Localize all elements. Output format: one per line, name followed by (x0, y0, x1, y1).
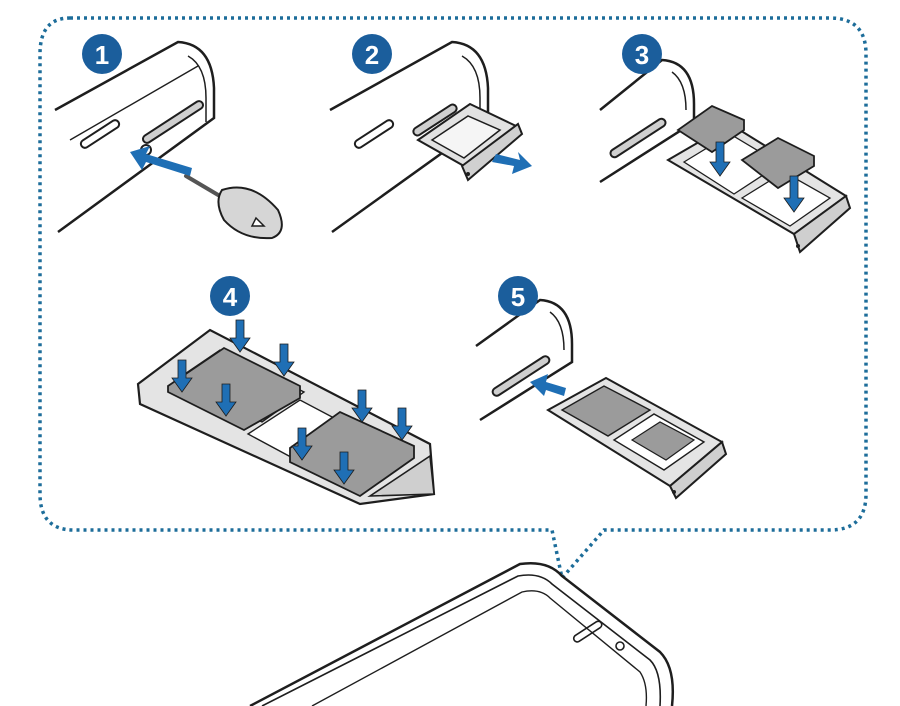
press-arrow-icon (171, 359, 193, 393)
step-1-illustration (54, 40, 283, 240)
sim-tray-3 (666, 122, 852, 254)
step-4-illustration (136, 319, 436, 506)
step-2-illustration (329, 40, 532, 234)
step-number: 2 (365, 40, 379, 70)
ejection-pin-icon (184, 174, 283, 240)
press-arrow-icon (391, 407, 413, 441)
phone-corner-5 (475, 298, 574, 422)
press-arrow-icon (333, 451, 355, 485)
insert-arrow-icon (130, 146, 192, 176)
sim-card-2 (740, 136, 815, 190)
callout-border (38, 16, 868, 582)
sim-tray-2 (416, 102, 524, 182)
press-arrow-icon (351, 389, 373, 423)
nano-sim-card (167, 346, 301, 432)
phone-overview (249, 562, 674, 706)
speaker-grille (572, 620, 603, 643)
step-badge-4: 4 (210, 276, 250, 316)
step-number: 1 (95, 40, 109, 70)
insert-arrow-icon (530, 374, 566, 396)
step-number: 5 (511, 282, 525, 312)
phone-corner-3 (599, 58, 696, 184)
press-arrow-icon (229, 319, 251, 353)
step-3-illustration (599, 58, 852, 254)
press-arrow-icon (215, 383, 237, 417)
down-arrow-icon (783, 175, 805, 213)
step-badge-5: 5 (498, 276, 538, 316)
step-badge-3: 3 (622, 34, 662, 74)
step-badge-2: 2 (352, 34, 392, 74)
phone-corner-2 (329, 40, 490, 234)
sim-card-1 (676, 104, 745, 154)
step-badge-1: 1 (82, 34, 122, 74)
phone-corner-1 (54, 40, 216, 234)
front-camera (615, 641, 625, 651)
press-arrow-icon (273, 343, 295, 377)
pull-out-arrow-icon (492, 152, 532, 174)
step-number: 4 (223, 282, 238, 312)
step-number: 3 (635, 40, 649, 70)
sim-tray-5 (546, 376, 728, 500)
nano-sim-card (289, 410, 415, 498)
press-arrow-icon (291, 427, 313, 461)
step-5-illustration (475, 298, 728, 500)
down-arrow-icon (709, 141, 731, 177)
